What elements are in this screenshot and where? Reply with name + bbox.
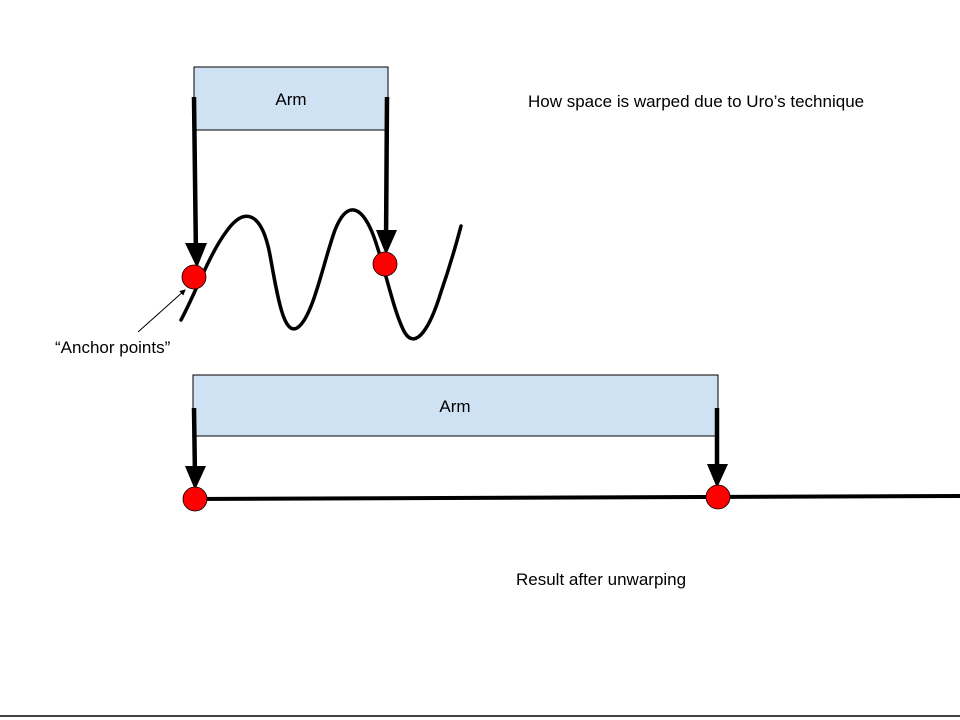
warped-arm-box	[193, 66, 389, 131]
result-label: Result after unwarping	[516, 570, 686, 589]
warped-arm-left-arrow	[191, 96, 199, 259]
diagram-title: How space is warped due to Uro’s techniq…	[528, 92, 864, 111]
unwarped-arm-right-arrowhead	[707, 464, 728, 488]
warped-arm: Arm	[193, 66, 389, 131]
warped-space-curve	[179, 208, 463, 341]
warped-arm-right-arrow	[383, 96, 390, 245]
unwarped-anchor-point-left	[182, 486, 208, 512]
unwarped-space-line	[193, 494, 960, 501]
warped-anchor-point-right	[372, 251, 398, 277]
warped-arm-right-arrowhead	[376, 230, 397, 255]
anchor-points-pointer	[137, 289, 186, 333]
unwarped-arm-left-arrowhead	[185, 466, 206, 490]
warped-arm-label: Arm	[275, 90, 306, 109]
unwarped-arm: Arm	[192, 374, 719, 437]
unwarped-arm-box	[192, 374, 719, 437]
unwarped-anchor-point-right	[705, 484, 731, 510]
unwarped-arm-label: Arm	[439, 397, 470, 416]
warped-arm-left-arrowhead	[185, 243, 207, 268]
anchor-points-label: “Anchor points”	[55, 338, 171, 357]
warped-anchor-point-left	[181, 264, 207, 290]
